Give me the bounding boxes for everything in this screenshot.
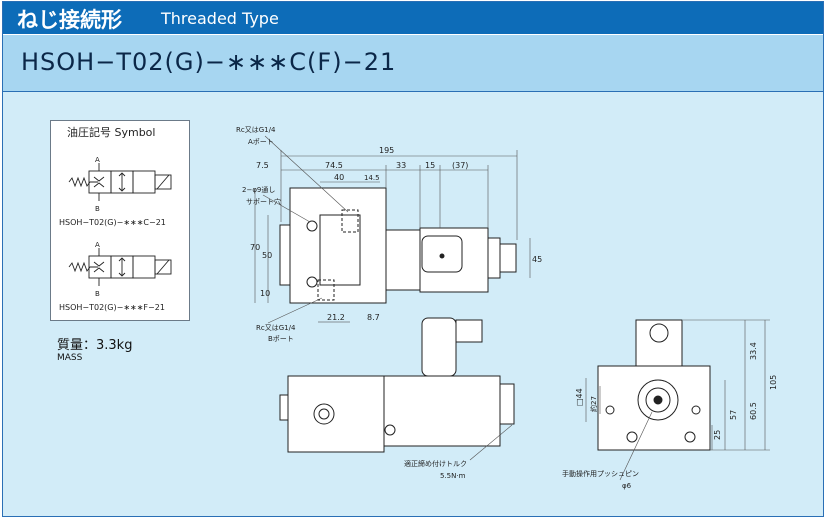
model-code: HSOH−T02(G)−∗∗∗C(F)−21 (21, 48, 397, 76)
pin-value: φ6 (622, 482, 632, 490)
port-b-label-2: B (95, 290, 100, 298)
dim-57: 57 (729, 410, 738, 420)
torque-note: 適正締め付けトルク (404, 459, 467, 468)
port-b-note: Rc又はG1/4 (256, 324, 296, 332)
dim-105: 105 (769, 375, 778, 390)
dim-15: 15 (425, 161, 435, 170)
dim-33-4: 33.4 (749, 342, 758, 360)
mass-label: 質量：3.3kg (57, 338, 133, 353)
dim-10: 10 (260, 289, 270, 298)
port-a-label-1: A (95, 156, 100, 164)
dim-14-5: 14.5 (364, 174, 380, 182)
model-bar: HSOH−T02(G)−∗∗∗C(F)−21 (3, 34, 823, 92)
dim-45: 45 (532, 255, 542, 264)
dim-50: 50 (262, 251, 272, 260)
dim-40: 40 (334, 173, 344, 182)
dim-25: 25 (713, 430, 722, 440)
port-b-label-1: B (95, 205, 100, 213)
bottom-view (279, 317, 515, 453)
dim-21-2: 21.2 (327, 313, 345, 322)
mass-label-en: MASS (57, 353, 83, 363)
dim-60-5: 60.5 (749, 402, 758, 420)
dim-70: 70 (250, 243, 260, 252)
port-a-sub: Aポート (248, 138, 274, 146)
dim-total: 195 (379, 146, 394, 155)
port-a-note: Rc又はG1/4 (236, 126, 276, 134)
title-jp: ねじ接続形 (17, 8, 122, 32)
hydraulic-symbol-box: 油圧記号 Symbol A B A B HSOH−T02(G)−∗∗∗C−21 (50, 120, 190, 321)
symbol-caption-f: HSOH−T02(G)−∗∗∗F−21 (59, 303, 165, 312)
title-en: Threaded Type (161, 9, 279, 28)
front-view (279, 187, 517, 304)
side-view (597, 319, 711, 451)
title-bar: ねじ接続形 Threaded Type (3, 2, 823, 34)
bolt-sub: サポート穴 (246, 197, 281, 206)
pin-note: 手動操作用プッシュピン (562, 469, 639, 478)
valve-symbols: A B A B (68, 156, 172, 298)
torque-value: 5.5N·m (440, 472, 466, 480)
dim-37: (37) (452, 161, 468, 170)
port-b-sub: Bポート (268, 335, 294, 343)
dim-74-5: 74.5 (325, 161, 343, 170)
dim-7-5: 7.5 (256, 161, 269, 170)
port-a-label-2: A (95, 241, 100, 249)
bolt-note: 2−φ9通し (242, 185, 275, 194)
dim-33: 33 (396, 161, 406, 170)
dim-27: 約27 (589, 396, 598, 412)
dim-8-7: 8.7 (367, 313, 380, 322)
dim-44: □44 (575, 388, 584, 406)
symbol-heading: 油圧記号 Symbol (67, 126, 156, 139)
symbol-caption-c: HSOH−T02(G)−∗∗∗C−21 (59, 218, 166, 227)
